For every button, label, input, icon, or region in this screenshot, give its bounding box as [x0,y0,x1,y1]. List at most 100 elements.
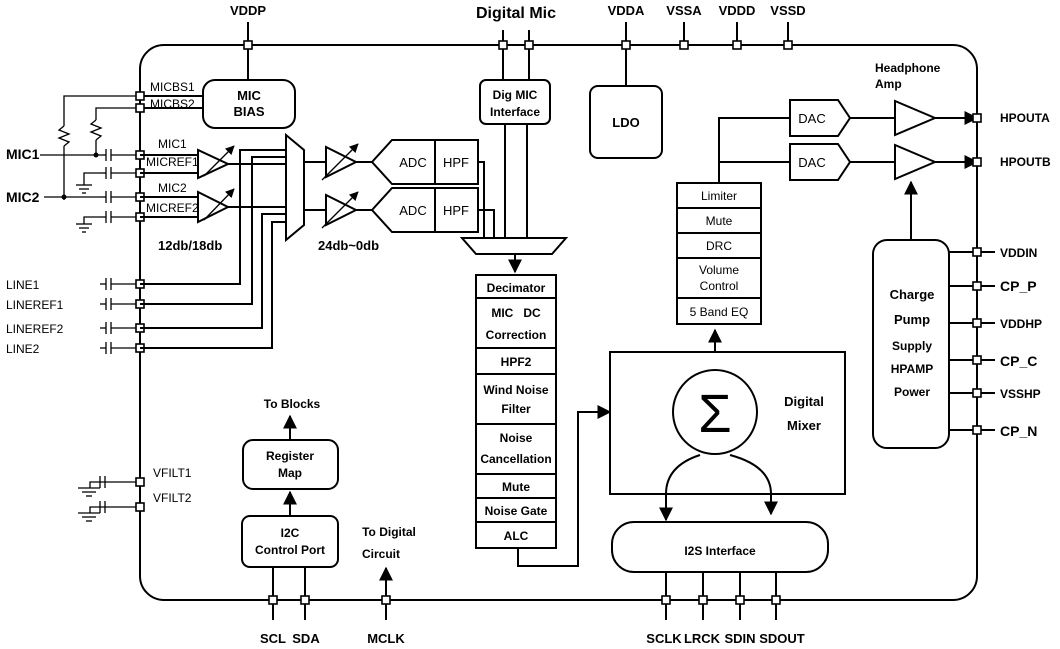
bias-resistor-network [57,95,140,200]
dac-mute-label: Mute [706,214,733,228]
dac-a: DAC [789,99,852,137]
limiter-label: Limiter [701,189,737,203]
mic-pga-1 [140,145,235,180]
svg-text:HPF: HPF [443,155,469,170]
sdout-label: SDOUT [759,631,805,646]
line2-label: LINE2 [6,342,40,356]
vdda-label: VDDA [608,3,645,18]
cp-p-label: CP_P [1000,278,1037,294]
svg-text:DAC: DAC [798,111,825,126]
mic-dc-label-1: MIC DC [491,306,541,320]
hpf2-label: HPF2 [501,355,532,369]
ext-mic2-label: MIC2 [6,189,40,205]
decimator-mux [459,237,569,255]
pga-gain-label: 12db/18db [158,238,222,253]
svg-text:Interface: Interface [490,105,540,119]
right-pin-markers [972,113,982,435]
adc-mute-label: Mute [502,480,530,494]
wind-noise-label-1: Wind Noise [483,383,549,397]
micbs1-label: MICBS1 [150,80,195,94]
decimator-label: Decimator [487,281,546,295]
svg-text:BIAS: BIAS [233,104,264,119]
adc-pga-1 [304,143,372,181]
sdin-label: SDIN [724,631,755,646]
svg-text:I2S Interface: I2S Interface [684,544,756,558]
svg-text:Charge: Charge [890,287,935,302]
top-pin-vddd: VDDD [719,3,755,50]
vfilt2-label: VFILT2 [153,491,192,505]
svg-text:HPAMP: HPAMP [891,362,933,376]
input-mux [285,132,305,243]
ext-mic1-label: MIC1 [6,146,40,162]
svg-text:Digital: Digital [784,394,824,409]
svg-text:Register: Register [266,449,314,463]
svg-text:HPF: HPF [443,203,469,218]
adc-pga-2 [304,191,372,229]
vssd-label: VSSD [770,3,805,18]
charge-pump: Charge Pump Supply HPAMP Power [872,239,950,449]
micbs2-label: MICBS2 [150,97,195,111]
charge-pump-wires [949,251,995,431]
eq-label: 5 Band EQ [690,305,749,319]
alc-label: ALC [504,529,529,543]
micref2-label: MICREF2 [146,201,199,215]
drc-label: DRC [706,239,732,253]
volume-label-2: Control [700,279,739,293]
i2s-interface: I2S Interface [611,521,829,573]
line1-label: LINE1 [6,278,40,292]
mic-dc-label-2: Correction [486,328,547,342]
scl-label: SCL [260,631,286,646]
to-digital-label-2: Circuit [362,547,400,561]
top-pin-vddp: VDDP [230,3,266,80]
micref1-label: MICREF1 [146,155,199,169]
svg-text:LDO: LDO [612,115,639,130]
ldo-block: LDO [589,85,663,159]
volume-label-1: Volume [699,263,739,277]
svg-text:DAC: DAC [798,155,825,170]
cp-c-label: CP_C [1000,353,1037,369]
mux-input-wires [140,149,286,349]
svg-text:ADC: ADC [399,155,426,170]
i2c-control-port: I2C Control Port [241,515,339,568]
vddin-label: VDDIN [1000,246,1037,260]
vsshp-label: VSSHP [1000,387,1041,401]
svg-text:Map: Map [278,466,302,480]
svg-text:Control Port: Control Port [255,543,325,557]
noise-gate-label: Noise Gate [485,504,548,518]
sclk-label: SCLK [646,631,682,646]
digital-mixer: Σ Digital Mixer [609,351,846,495]
svg-text:Dig MIC: Dig MIC [493,88,538,102]
svg-text:Mixer: Mixer [787,418,821,433]
bottom-pin-wires [268,566,781,620]
top-pin-vssd: VSSD [770,3,806,50]
hpouta-label: HPOUTA [1000,111,1050,125]
noise-cancel-label-1: Noise [500,431,533,445]
mic2-pin-label: MIC2 [158,181,187,195]
lineref1-label: LINEREF1 [6,298,64,312]
mic-pga-2 [140,188,235,224]
top-pin-vssa: VSSA [666,3,702,50]
svg-text:I2C: I2C [281,526,300,540]
mic1-pin-label: MIC1 [158,137,187,151]
svg-text:MIC: MIC [237,88,261,103]
digital-mic-label: Digital Mic [476,5,556,22]
vfilt1-label: VFILT1 [153,466,192,480]
svg-text:Power: Power [894,385,930,399]
to-blocks-label: To Blocks [264,397,321,411]
svg-text:Supply: Supply [892,339,932,353]
sda-label: SDA [292,631,320,646]
dig-mic-interface: Dig MIC Interface [479,79,551,125]
cp-n-label: CP_N [1000,423,1037,439]
lineref2-label: LINEREF2 [6,322,64,336]
top-pin-vdda: VDDA [608,3,645,86]
mclk-label: MCLK [367,631,405,646]
to-digital-label-1: To Digital [362,525,416,539]
dac-processing-chain: Limiter Mute DRC Volume Control 5 Band E… [676,182,762,325]
hpoutb-label: HPOUTB [1000,155,1051,169]
adc-gain-label: 24db~0db [318,238,379,253]
wind-noise-label-2: Filter [501,402,531,416]
lrck-label: LRCK [684,631,721,646]
svg-text:ADC: ADC [399,203,426,218]
mic-bias-block: MIC BIAS [202,79,296,129]
